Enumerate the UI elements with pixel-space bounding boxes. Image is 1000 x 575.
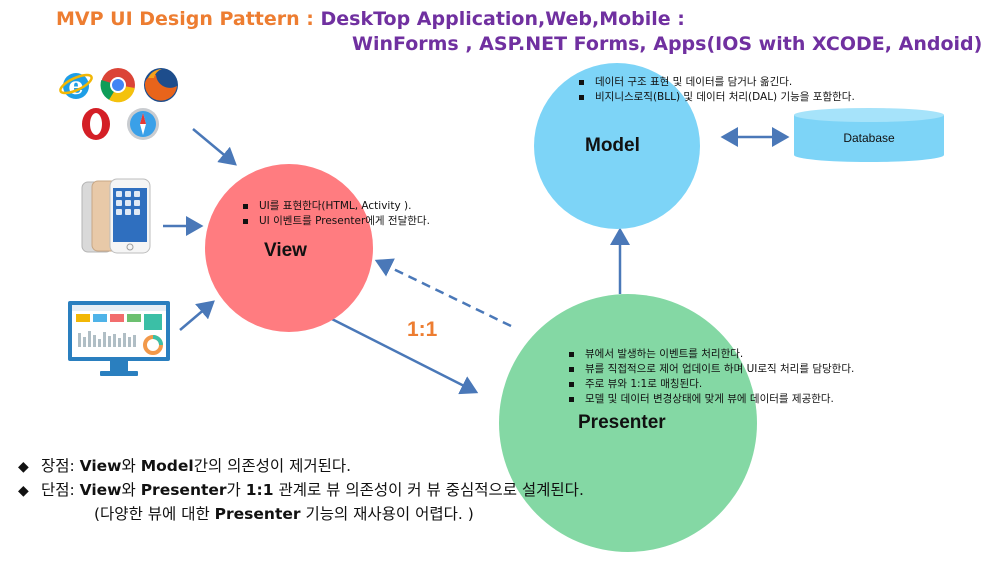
diamond-bullet-icon: ◆ (18, 483, 29, 499)
pros-text: 간의 의존성이 제거된다. (193, 457, 352, 475)
list-item: 비지니스로직(BLL) 및 데이터 처리(DAL) 기능을 포함한다. (577, 90, 855, 105)
cons-row-continued: (다양한 뷰에 대한 Presenter 기능의 재사용이 어렵다. ) (18, 503, 584, 526)
cons-text: 기능의 재사용이 어렵다. ) (300, 505, 474, 523)
model-circle (534, 63, 700, 229)
diagram-title: MVP UI Design Pattern : DeskTop Applicat… (56, 8, 685, 30)
presenter-label: Presenter (578, 412, 666, 433)
list-item: 모델 및 데이터 변경상태에 맞게 뷰에 데이터를 제공한다. (567, 392, 854, 407)
list-item: 주로 뷰와 1:1로 매칭된다. (567, 377, 854, 392)
cons-text: 가 (226, 481, 246, 499)
view-label: View (264, 240, 307, 261)
diamond-bullet-icon: ◆ (18, 459, 29, 475)
presenter-bullets: 뷰에서 발생하는 이벤트를 처리한다. 뷰를 직접적으로 제어 업데이트 하며 … (567, 347, 854, 407)
cons-text: 관계로 뷰 의존성이 커 뷰 중심적으로 설계된다. (273, 481, 584, 499)
list-item: 뷰에서 발생하는 이벤트를 처리한다. (567, 347, 854, 362)
list-item: UI를 표현한다(HTML, Activity ). (241, 199, 430, 214)
view-circle (205, 164, 373, 332)
arrow-desktop-to-view (179, 300, 215, 331)
chrome-icon (100, 67, 136, 103)
list-item: 데이터 구조 표현 및 데이터를 담거나 옮긴다. (577, 75, 855, 90)
opera-icon (80, 107, 112, 141)
iphone-icon (80, 178, 154, 256)
title-part1: MVP UI Design Pattern : (56, 8, 321, 30)
cons-text: (다양한 뷰에 대한 (94, 505, 215, 523)
presenter-circle (499, 294, 757, 552)
pros-text: 와 (121, 457, 141, 475)
pros-cons-notes: ◆ 장점: View와 Model간의 의존성이 제거된다. ◆ 단점: Vie… (18, 455, 584, 526)
arrow-presenter-to-view-dashed (374, 258, 512, 328)
pros-label: 장점: (40, 457, 75, 475)
list-item: 뷰를 직접적으로 제어 업데이트 하며 UI로직 처리를 담당한다. (567, 362, 854, 377)
cons-text-ratio: 1:1 (245, 481, 274, 499)
cons-text-view: View (79, 481, 122, 499)
ie-icon: e (58, 67, 94, 103)
monitor-dashboard-icon (68, 301, 170, 377)
cons-text-presenter: Presenter (140, 481, 227, 499)
firefox-icon (142, 66, 180, 104)
safari-icon (126, 107, 160, 141)
cons-row: ◆ 단점: View와 Presenter가 1:1 관계로 뷰 의존성이 커 … (18, 479, 584, 503)
cons-text: 와 (121, 481, 141, 499)
arrow-browsers-to-view (192, 128, 237, 166)
model-bullets: 데이터 구조 표현 및 데이터를 담거나 옮긴다. 비지니스로직(BLL) 및 … (577, 75, 855, 105)
ratio-label: 1:1 (407, 318, 438, 341)
pros-row: ◆ 장점: View와 Model간의 의존성이 제거된다. (18, 455, 584, 479)
pros-text-view: View (79, 457, 122, 475)
list-item: UI 이벤트를 Presenter에게 전달한다. (241, 214, 430, 229)
diagram-subtitle: WinForms , ASP.NET Forms, Apps(IOS with … (352, 33, 983, 55)
title-part2: DeskTop Application,Web,Mobile : (320, 8, 685, 30)
cons-label: 단점: (40, 481, 75, 499)
model-label: Model (585, 135, 640, 156)
database-label: Database (843, 131, 895, 145)
database-cylinder (794, 108, 944, 162)
pros-text-model: Model (140, 457, 194, 475)
cons-text-presenter: Presenter (214, 505, 301, 523)
arrow-view-to-presenter (317, 310, 479, 395)
view-bullets: UI를 표현한다(HTML, Activity ). UI 이벤트를 Prese… (241, 199, 430, 229)
